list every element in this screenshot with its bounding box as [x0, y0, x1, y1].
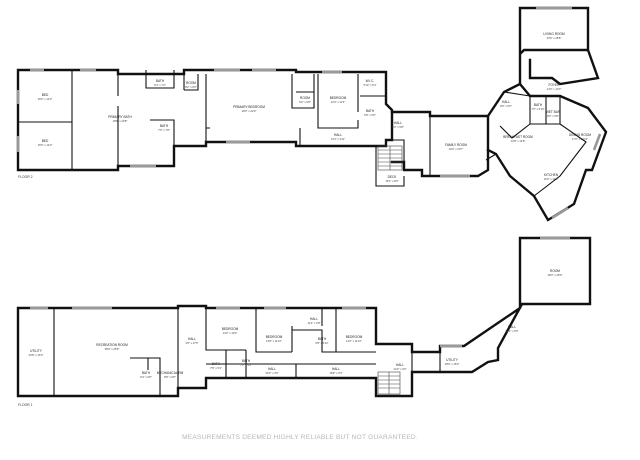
room-dining-room: DINING ROOM — [569, 133, 591, 137]
room-primary-bedroom-dim: 18'0" x 22'9" — [242, 109, 257, 113]
room-kitchen: KITCHEN — [544, 173, 559, 177]
room-bedroom-c-dim: 14'0" x 11'10" — [346, 339, 362, 343]
room-hall-a-f1: HALL — [188, 337, 196, 341]
room-family-room: FAMILY ROOM — [445, 143, 467, 147]
room-bath-c-dim: 6'8" x 5'6" — [364, 113, 376, 117]
room-breakfast-room: BREAKFAST ROOM — [503, 135, 533, 139]
room-hall-a-f1-dim: 3'5" x 17'6" — [185, 341, 198, 345]
room-foyer: FOYER — [549, 83, 561, 87]
room-mechanical: MECHANICAL RM — [157, 371, 184, 375]
room-bath-c: BATH — [242, 359, 251, 363]
room-bath-c: BATH — [366, 109, 375, 113]
room-hall-f-f1: HALL — [508, 325, 516, 329]
room-recreation-room: RECREATION ROOM — [96, 343, 128, 347]
room-bath-b-dim: 7'8" x 5'4" — [210, 366, 222, 370]
room-primary-bath-dim: 18'8" x 20'8" — [113, 119, 128, 123]
room-hall-f-f1-dim: 34'4" x 5'0" — [505, 329, 518, 333]
room-hall-a-dim: 14'4" x 3'11" — [331, 137, 346, 141]
room-bath-d-f1: BATH — [318, 337, 327, 341]
room-bed-a: BED — [42, 93, 49, 97]
room-hall-c-f1-dim: 33'0" x 4'0" — [265, 371, 278, 375]
room-utility: UTILITY — [30, 349, 43, 353]
room-hall-b-f1-dim: 11'2" x 3'8" — [307, 321, 320, 325]
room-room-c: ROOM — [300, 96, 310, 100]
room-hall-c-f1: HALL — [268, 367, 276, 371]
floor-2-title: FLOOR 2 — [18, 175, 33, 179]
room-wet-bar: WET BAR — [546, 110, 561, 114]
room-room-f1: ROOM — [550, 269, 560, 273]
room-primary-bath: PRIMARY BATH — [108, 115, 132, 119]
floor-1-title: FLOOR 1 — [18, 403, 33, 407]
room-bath-sm-dim: 7'6" x 7'8" — [158, 128, 170, 132]
room-hall-d-f1-dim: 18'8" x 3'4" — [329, 371, 342, 375]
room-wic-dim: 5'10" x 5'4" — [363, 83, 376, 87]
room-room-nw-dim: 8'2" x 8'0" — [185, 85, 197, 89]
room-room-c-dim: 6'0" x 6'8" — [299, 100, 311, 104]
room-recreation-room-dim: 38'0" x 26'8" — [105, 347, 120, 351]
room-bed-b-dim: 15'6" x 14'0" — [38, 143, 53, 147]
room-family-room-dim: 19'0" x 20'7" — [449, 147, 464, 151]
room-deck: DECK — [388, 175, 398, 179]
room-bath-d-f1-dim: 5'8" x 5'10" — [315, 341, 328, 345]
room-room-nw: ROOM — [186, 81, 196, 85]
room-bath: BATH — [142, 371, 151, 375]
room-hall-e-f1-dim: 12'0" x 3'0" — [393, 367, 406, 371]
room-utility-e-dim: 18'0" x 16'0" — [445, 362, 460, 366]
room-bedroom-c: BEDROOM — [346, 335, 363, 339]
room-hall-b-dim: 5'0" x 5'8" — [392, 125, 404, 129]
room-primary-bedroom: PRIMARY BEDROOM — [233, 105, 265, 109]
room-bath-nw-dim: 6'4" x 7'2" — [154, 83, 166, 87]
room-hall-e-f1: HALL — [396, 363, 404, 367]
room-utility-dim: 23'8" x 16'0" — [29, 353, 44, 357]
room-wet-bar-dim: 8'0" x 5'8" — [547, 114, 559, 118]
room-hall-d-f1: HALL — [332, 367, 340, 371]
room-breakfast-room-dim: 13'8" x 14'8" — [511, 139, 526, 143]
room-bedroom-dim: 12'0" x 11'3" — [331, 100, 346, 104]
room-bath-d: BATH — [534, 103, 543, 107]
disclaimer: MEASUREMENTS DEEMED HIGHLY RELIABLE BUT … — [182, 434, 418, 441]
floor-1-plan — [16, 236, 592, 398]
room-bath-d-dim: 7'9" x 5'10" — [531, 107, 544, 111]
room-bedroom-a: BEDROOM — [222, 327, 239, 331]
room-foyer-dim: 14'0" x 10'0" — [547, 87, 562, 91]
room-living-room: LIVING ROOM — [543, 32, 565, 36]
room-utility-e: UTILITY — [446, 358, 459, 362]
room-bedroom-b-dim: 13'8" x 11'10" — [266, 339, 282, 343]
room-bedroom-a-dim: 14'0" x 19'0" — [223, 331, 238, 335]
room-kitchen-dim: 16'0" x 14'0" — [544, 177, 559, 181]
room-bath-b: BATH — [212, 362, 221, 366]
room-bath-c-dim: 7'2" x 5'0" — [240, 363, 252, 367]
room-bed-a-dim: 15'6" x 14'0" — [38, 97, 53, 101]
room-dining-room-dim: 17'0" x 14'10" — [572, 137, 588, 141]
room-hall-c-dim: 8'9" x 8'0" — [500, 104, 512, 108]
room-room-f1-dim: 28'0" x 28'0" — [548, 273, 563, 277]
room-bath-dim: 9'4" x 6'8" — [140, 375, 152, 379]
room-hall-b: HALL — [394, 121, 402, 125]
room-bedroom: BEDROOM — [330, 96, 347, 100]
room-deck-dim: 15'4" x 8'0" — [385, 179, 398, 183]
room-hall-a: HALL — [334, 133, 342, 137]
floor-1-labels: FLOOR 1 UTILITY 23'8" x 16'0" RECREATION… — [18, 269, 562, 407]
room-hall-b-f1: HALL — [310, 317, 318, 321]
room-bath-sm: BATH — [160, 124, 169, 128]
room-hall-c: HALL — [502, 100, 510, 104]
room-bedroom-b: BEDROOM — [266, 335, 283, 339]
room-living-room-dim: 23'6" x 28'8" — [547, 36, 562, 40]
floor-2-plan — [16, 6, 608, 222]
room-bath-nw: BATH — [156, 79, 165, 83]
floor-2-labels: FLOOR 2 BATH 6'4" x 7'2" ROOM 8'2" x 8'0… — [18, 32, 591, 183]
room-bed-b: BED — [42, 139, 49, 143]
room-mechanical-dim: 8'8" x 6'8" — [164, 375, 176, 379]
room-wic: W.I.C. — [366, 79, 375, 83]
